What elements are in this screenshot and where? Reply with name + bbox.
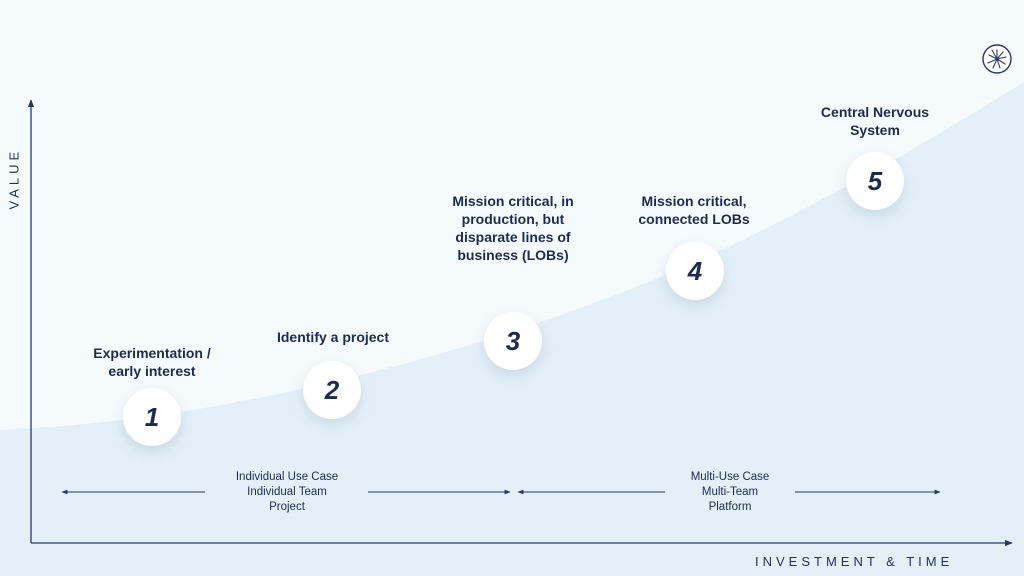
- growth-curve-area: [0, 82, 1024, 576]
- stage-5-circle: 5: [846, 152, 904, 210]
- stage-2-circle: 2: [303, 361, 361, 419]
- stage-3-circle: 3: [484, 312, 542, 370]
- range-label-individual: Individual Use Case Individual Team Proj…: [235, 471, 339, 513]
- starburst-logo-icon: [982, 44, 1012, 74]
- stage-1-label: Experimentation / early interest: [93, 345, 211, 379]
- stage-4-circle: 4: [666, 242, 724, 300]
- stage-5-label: Central Nervous System: [820, 104, 930, 138]
- x-axis-label: INVESTMENT & TIME: [755, 554, 954, 569]
- stage-2-label: Identify a project: [276, 329, 390, 345]
- stage-3-label: Mission critical, in production, but dis…: [452, 193, 574, 263]
- stage-4-label: Mission critical, connected LOBs: [638, 193, 750, 227]
- stage-1-circle: 1: [123, 388, 181, 446]
- range-label-multi: Multi-Use Case Multi-Team Platform: [690, 471, 770, 513]
- y-axis-label: VALUE: [6, 147, 22, 210]
